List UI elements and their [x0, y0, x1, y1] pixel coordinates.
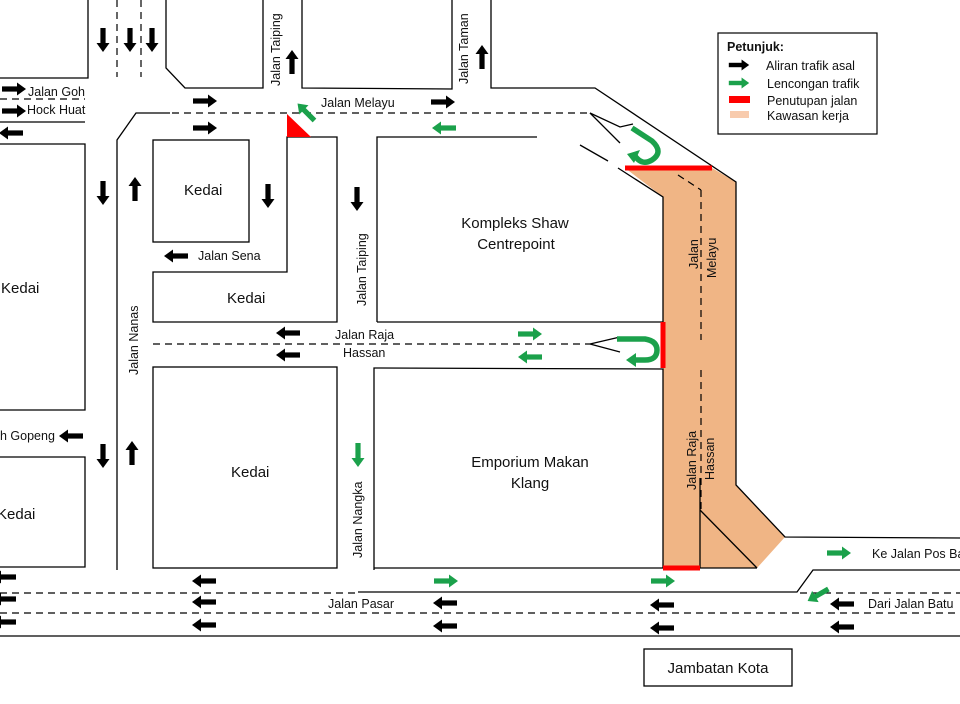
legend-item-label: Kawasan kerja [767, 109, 849, 123]
arrow-right-icon [193, 94, 217, 108]
arrow-down-icon [123, 28, 137, 52]
label-jalan-melayu: Jalan Melayu [321, 96, 395, 110]
label-work-melayu-1: Jalan [687, 239, 701, 269]
arrow-right-icon [431, 95, 455, 109]
closure-triangle [287, 114, 311, 137]
red-bar-icon [729, 96, 750, 103]
arrow-up-icon [285, 50, 299, 74]
block-kedai-3 [152, 366, 338, 569]
arrow-down-icon [96, 181, 110, 205]
label-kompleks-shaw: Kompleks Shaw [461, 215, 569, 232]
building-labels: Kedai Kedai Kedai Kedai Kedai Kompleks S… [0, 182, 793, 687]
orange-box-icon [730, 111, 749, 118]
arrow-down-icon [96, 28, 110, 52]
label-jalan-nanas: Jalan Nanas [127, 306, 141, 376]
arrow-up-icon [475, 45, 489, 69]
legend-title: Petunjuk: [727, 40, 784, 54]
arrow-right-icon [2, 82, 26, 96]
label-kedai: Kedai [184, 182, 222, 199]
arrow-left-icon [276, 348, 300, 362]
arrow-left-icon [830, 620, 854, 634]
arrow-down-icon [351, 443, 365, 467]
label-jambatan-kota: Jambatan Kota [668, 660, 770, 677]
label-kedai: Kedai [231, 464, 269, 481]
arrow-left-icon [830, 597, 854, 611]
label-work-raja-1: Jalan Raja [685, 431, 699, 490]
label-jalan-pasar: Jalan Pasar [328, 597, 394, 611]
label-dari-jalan-batu: Dari Jalan Batu [868, 597, 954, 611]
arrow-left-icon [0, 615, 16, 629]
label-work-melayu-2: Melayu [705, 238, 719, 278]
road-labels: Jalan Goh Hock Huat Jalan Melayu Jalan T… [0, 13, 960, 611]
arrow-right-icon [2, 104, 26, 118]
u-turn-icon [627, 125, 661, 165]
arrow-right-icon [651, 574, 675, 588]
u-turn-icon [617, 336, 660, 367]
label-work-raja-2: Hassan [703, 438, 717, 480]
arrow-left-icon [433, 596, 457, 610]
arrow-up-icon [125, 441, 139, 465]
arrow-up-icon [128, 177, 142, 201]
legend-item-label: Aliran trafik asal [766, 59, 855, 73]
arrow-left-icon [0, 592, 16, 606]
jambatan-kota-box [643, 648, 793, 687]
label-kedai: Kedai [1, 280, 39, 297]
arrow-left-icon [0, 126, 23, 140]
diversion-arrows [292, 98, 851, 607]
label-jalan-taman: Jalan Taman [457, 13, 471, 84]
work-zone [625, 168, 785, 568]
arrow-left-icon [650, 621, 674, 635]
arrow-right-icon [193, 121, 217, 135]
label-jalan-raja: Jalan Raja [335, 328, 394, 342]
legend-item-label: Lencongan trafik [767, 77, 860, 91]
block-kedai-2 [152, 136, 338, 323]
legend: Petunjuk: Aliran trafik asal Lencongan t… [717, 32, 878, 135]
label-ke-jalan-pos-baru: Ke Jalan Pos Ba [872, 547, 960, 561]
label-centrepoint: Centrepoint [477, 236, 555, 253]
arrow-right-icon [827, 546, 851, 560]
label-hock-huat: Hock Huat [27, 103, 86, 117]
label-jalan-taiping: Jalan Taiping [355, 233, 369, 306]
arrow-right-icon [518, 327, 542, 341]
arrow-down-icon [261, 184, 275, 208]
arrow-left-icon [518, 350, 542, 364]
arrow-left-icon [192, 574, 216, 588]
legend-item-label: Penutupan jalan [767, 94, 857, 108]
arrow-right-icon [434, 574, 458, 588]
arrow-down-icon [96, 444, 110, 468]
arrow-left-icon [650, 598, 674, 612]
label-klang: Klang [511, 475, 549, 492]
arrow-left-icon [59, 429, 83, 443]
arrow-down-icon [350, 187, 364, 211]
label-jalan-gopeng: h Gopeng [0, 429, 55, 443]
road-network [0, 0, 960, 637]
arrow-left-icon [192, 618, 216, 632]
arrow-down-left-icon [804, 583, 832, 607]
label-jalan-nangka: Jalan Nangka [351, 482, 365, 558]
arrow-left-icon [276, 326, 300, 340]
label-emporium-makan: Emporium Makan [471, 454, 589, 471]
arrow-left-icon [164, 249, 188, 263]
arrow-down-icon [145, 28, 159, 52]
label-jalan-sena: Jalan Sena [198, 249, 261, 263]
arrow-left-icon [192, 595, 216, 609]
label-jalan-goh: Jalan Goh [28, 85, 85, 99]
arrow-left-icon [0, 570, 16, 584]
arrow-left-icon [432, 121, 456, 135]
label-kedai: Kedai [0, 506, 35, 523]
label-jalan-taiping-north: Jalan Taiping [269, 13, 283, 86]
arrow-up-left-icon [292, 98, 320, 126]
label-kedai: Kedai [227, 290, 265, 307]
arrow-left-icon [433, 619, 457, 633]
label-hassan: Hassan [343, 346, 385, 360]
block-kedai-1 [152, 139, 250, 243]
